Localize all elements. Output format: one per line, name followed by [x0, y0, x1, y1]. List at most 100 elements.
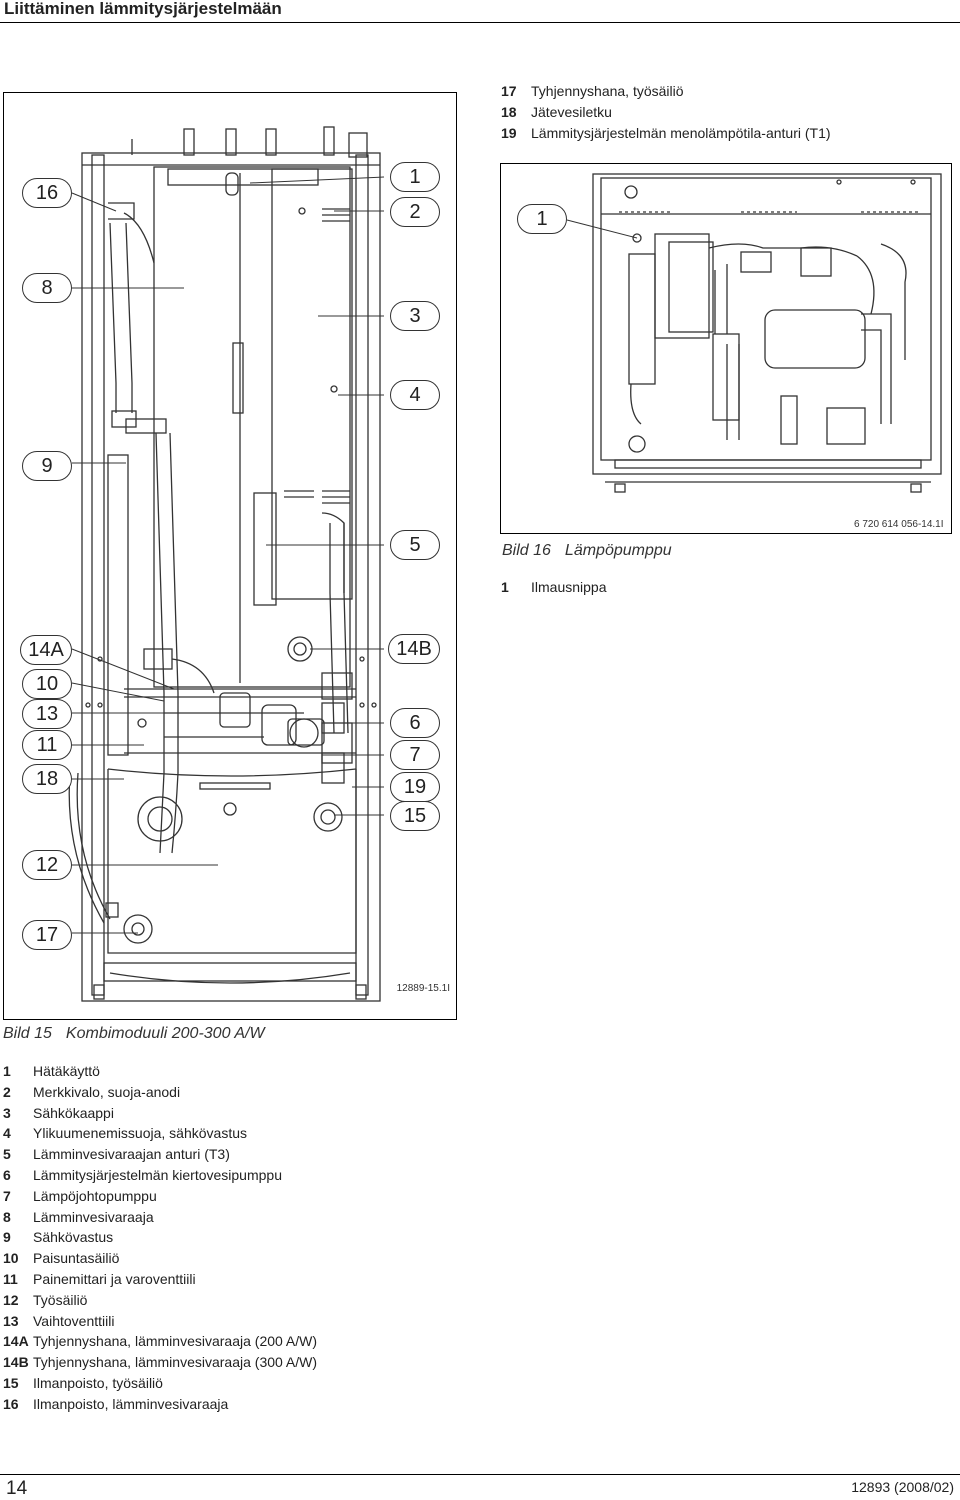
figure-15-code: 12889-15.1I	[396, 983, 450, 994]
legend-text: Tyhjennyshana, työsäiliö	[531, 83, 684, 99]
left-pipework	[107, 202, 179, 854]
legend-key: 6	[3, 1166, 11, 1183]
legend-text: Hätäkäyttö	[33, 1063, 100, 1079]
right-pipework	[321, 512, 353, 764]
legend-key: 15	[3, 1374, 19, 1391]
callout-13: 13	[22, 699, 72, 729]
callout-14b: 14B	[388, 634, 440, 664]
document-reference: 12893 (2008/02)	[851, 1479, 954, 1495]
legend-item: 2 Merkkivalo, suoja-anodi	[3, 1082, 317, 1103]
legend-key: 17	[501, 83, 517, 99]
figure-16-leader	[566, 219, 638, 239]
fig16-callout-1: 1	[517, 204, 567, 234]
legend-item: 6 Lämmitysjärjestelmän kiertovesipumppu	[3, 1165, 317, 1186]
legend-item: 4 Ylikuumenemissuoja, sähkövastus	[3, 1123, 317, 1144]
callout-12: 12	[22, 850, 72, 880]
callout-8: 8	[22, 273, 72, 303]
callout-7: 7	[390, 740, 440, 770]
callout-19: 19	[390, 772, 440, 802]
callout-4: 4	[390, 380, 440, 410]
side-screws	[85, 656, 377, 708]
legend-item: 11 Painemittari ja varoventtiili	[3, 1269, 317, 1290]
electrical-cabinet	[253, 168, 353, 606]
page-header: Liittäminen lämmitysjärjestelmään	[0, 0, 960, 23]
figure-15-title: Kombimoduuli 200-300 A/W	[65, 1025, 265, 1042]
legend-key: 14A	[3, 1333, 29, 1350]
heat-pump-housing	[592, 173, 942, 493]
legend-key: 12	[3, 1291, 19, 1308]
legend-key: 8	[3, 1208, 11, 1225]
legend-item: 16 Ilmanpoisto, lämminvesivaraaja	[3, 1394, 317, 1415]
figure-16-drawing	[566, 173, 942, 493]
legend-key: 1	[3, 1063, 11, 1079]
legend-key: 1	[501, 579, 509, 595]
legend-text: Ylikuumenemissuoja, sähkövastus	[33, 1125, 247, 1142]
legend-text: Painemittari ja varoventtiili	[33, 1270, 196, 1287]
legend-key: 13	[3, 1312, 19, 1329]
pump-group	[124, 648, 356, 784]
legend-item: 8 Lämminvesivaraaja	[3, 1207, 317, 1228]
callout-9: 9	[22, 451, 72, 481]
hot-water-tank	[153, 166, 351, 688]
legend-item: 1 Hätäkäyttö	[3, 1061, 317, 1082]
callout-10: 10	[22, 669, 72, 699]
legend-text: Paisuntasäiliö	[33, 1250, 120, 1267]
figure-16-frame: 1	[500, 163, 952, 533]
section-title: Liittäminen lämmitysjärjestelmään	[4, 0, 282, 18]
legend-text: Vaihtoventtiili	[33, 1312, 115, 1329]
drain-valve-14b	[287, 636, 313, 662]
figure-15-frame: 16 8 9 14A 10 13 11 18 12 17 1 2 3 4 5 1…	[3, 92, 457, 1020]
figure-16-bottom-rule	[500, 533, 952, 534]
legend-text: Ilmanpoisto, lämminvesivaraaja	[33, 1395, 229, 1412]
legend-text: Työsäiliö	[33, 1291, 88, 1308]
legend-text: Lämpöjohtopumppu	[33, 1187, 157, 1204]
legend-item: 9 Sähkövastus	[3, 1227, 317, 1248]
page-number: 14	[6, 1478, 28, 1499]
callout-11: 11	[22, 730, 72, 760]
heat-pump-internals	[628, 233, 907, 453]
legend-key: 11	[3, 1270, 18, 1287]
callout-6: 6	[390, 708, 440, 738]
legend-text: Sähkökaappi	[33, 1104, 114, 1121]
legend-text: Sähkövastus	[33, 1229, 114, 1246]
figure-16-number: Bild 16	[502, 542, 551, 559]
callout-3: 3	[390, 301, 440, 331]
figure-15-number: Bild 15	[3, 1025, 52, 1042]
legend-key: 4	[3, 1125, 11, 1142]
legend-item: 12 Työsäiliö	[3, 1290, 317, 1311]
legend-text: Tyhjennyshana, lämminvesivaraaja (200 A/…	[33, 1333, 318, 1350]
legend-text: Tyhjennyshana, lämminvesivaraaja (300 A/…	[33, 1354, 318, 1371]
legend-key: 3	[3, 1104, 11, 1121]
footer-rule	[0, 1474, 960, 1475]
legend-text: Jätevesiletku	[531, 103, 612, 120]
legend-text: Merkkivalo, suoja-anodi	[33, 1083, 181, 1100]
legend-item: 13 Vaihtoventtiili	[3, 1311, 317, 1332]
legend-item: 15 Ilmanpoisto, työsäiliö	[3, 1373, 317, 1394]
legend-key: 9	[3, 1229, 11, 1246]
legend-text: Lämmitysjärjestelmän kiertovesipumppu	[33, 1166, 282, 1183]
callout-5: 5	[390, 530, 440, 560]
legend-text: Ilmanpoisto, työsäiliö	[33, 1374, 163, 1391]
legend-key: 19	[501, 124, 517, 141]
legend-text: Lämminvesivaraaja	[33, 1208, 154, 1225]
legend-item: 3 Sähkökaappi	[3, 1103, 317, 1124]
callout-17: 17	[22, 920, 72, 950]
callout-2: 2	[390, 197, 440, 227]
figure-16-code: 6 720 614 056-14.1I	[854, 519, 944, 530]
callout-15: 15	[390, 801, 440, 831]
callout-16: 16	[22, 178, 72, 208]
legend-key: 2	[3, 1083, 11, 1100]
legend-key: 16	[3, 1395, 19, 1412]
legend-key: 14B	[3, 1354, 29, 1371]
callout-18: 18	[22, 764, 72, 794]
